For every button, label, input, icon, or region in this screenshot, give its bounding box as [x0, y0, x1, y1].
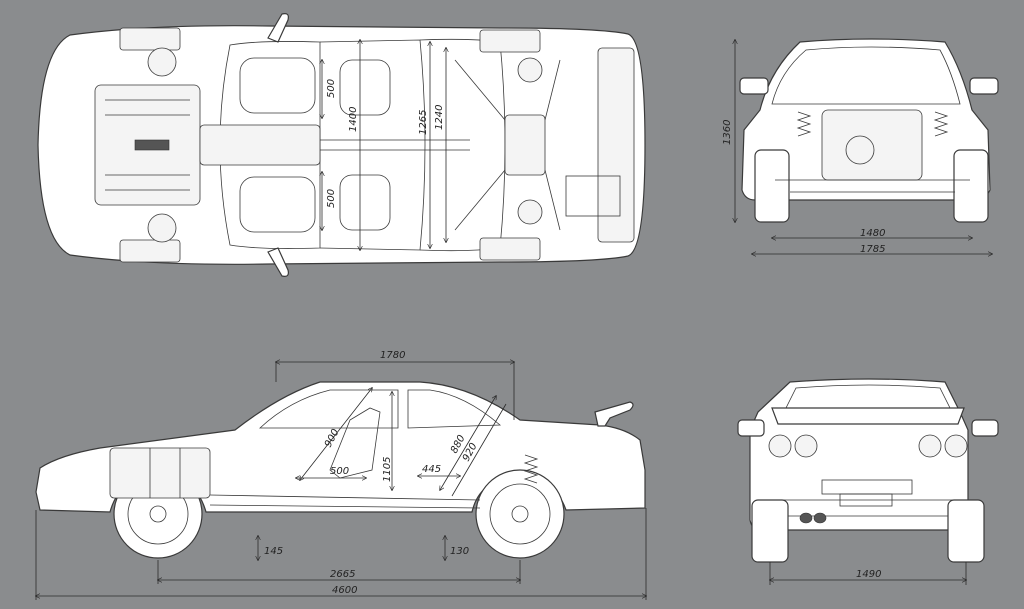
front-view-spring-right — [933, 111, 949, 137]
side-view-engine — [109, 447, 211, 499]
dim-rear-track: 1490 — [856, 569, 881, 580]
side-view-rear-wing — [594, 401, 634, 427]
dim-side-seat-depth: 500 — [330, 466, 349, 477]
top-view-seat-front-left — [239, 57, 316, 114]
dim-side-rear-clearance: 130 — [450, 546, 469, 557]
front-view-pulley — [845, 135, 875, 165]
dim-top-track-mid-a: 1265 — [418, 110, 429, 135]
dim-side-pillar: 1105 — [382, 457, 393, 482]
dim-side-front-clearance: 145 — [264, 546, 283, 557]
dim-top-track-mid-b: 1240 — [434, 105, 445, 130]
rear-view-exhaust-left — [799, 512, 813, 524]
dim-top-seat-rear: 500 — [326, 189, 337, 208]
side-view-rear-spring — [523, 454, 539, 484]
rear-view-taillight-r1 — [918, 434, 942, 458]
top-view-wheel-rl — [479, 29, 541, 53]
dim-side-overall-length: 4600 — [332, 585, 357, 596]
rear-view-wheel-right — [947, 499, 985, 563]
dim-side-wheelbase: 2665 — [330, 569, 355, 580]
side-view: 1780 900 500 1105 445 880 920 145 130 26… — [36, 350, 646, 600]
top-view-wheel-fl — [119, 27, 181, 51]
top-view-transmission — [199, 124, 321, 166]
top-view-rear-hub-left — [517, 57, 543, 83]
top-view-turbo-left — [147, 47, 177, 77]
rear-view-exhaust-right — [813, 512, 827, 524]
front-view: 1360 1480 1785 — [722, 38, 999, 255]
dim-front-height: 1360 — [722, 120, 733, 145]
front-view-engine — [821, 109, 923, 181]
top-view-rear-diff — [504, 114, 546, 176]
rear-view-taillight-r2 — [944, 434, 968, 458]
front-view-spring-left — [796, 111, 812, 137]
top-view-turbo-right — [147, 213, 177, 243]
top-view-seat-rear-right — [339, 174, 391, 231]
top-view-mirror-right — [267, 247, 289, 277]
side-view-driveshaft — [209, 494, 481, 509]
top-view-trunk-box — [565, 175, 621, 217]
rear-view-mirror-right — [971, 419, 999, 437]
top-view-roof — [319, 39, 426, 251]
front-view-mirror-left — [739, 77, 769, 95]
dim-side-rear-seat: 445 — [422, 464, 441, 475]
dim-top-track-inner: 1400 — [348, 107, 359, 132]
front-view-mirror-right — [969, 77, 999, 95]
dim-top-seat-front: 500 — [326, 79, 337, 98]
top-view-seat-rear-left — [339, 59, 391, 116]
top-view-engine-label-plate — [134, 139, 170, 151]
rear-view-mirror-left — [737, 419, 765, 437]
rear-view-rear-window — [785, 384, 951, 409]
top-view: 500 500 1400 1265 1240 — [37, 13, 646, 277]
rear-view-taillight-l2 — [794, 434, 818, 458]
top-view-wheel-fr — [119, 239, 181, 263]
rear-view-taillight-l1 — [768, 434, 792, 458]
front-view-wheel-right — [953, 149, 989, 223]
top-view-rear-wing — [597, 47, 635, 243]
top-view-seat-front-right — [239, 176, 316, 233]
front-view-wheel-left — [754, 149, 790, 223]
rear-view-wheel-left — [751, 499, 789, 563]
side-view-rear-wheel — [475, 469, 565, 559]
front-view-windscreen — [771, 46, 961, 105]
top-view-mirror-left — [267, 13, 289, 43]
top-view-rear-hub-right — [517, 199, 543, 225]
dim-side-roof-length: 1780 — [380, 350, 405, 361]
top-view-wheel-rr — [479, 237, 541, 261]
rear-view: 1490 — [737, 378, 999, 585]
rear-view-rear-wing — [771, 407, 965, 425]
dim-front-track: 1480 — [860, 228, 885, 239]
dim-front-overall-width: 1785 — [860, 244, 885, 255]
